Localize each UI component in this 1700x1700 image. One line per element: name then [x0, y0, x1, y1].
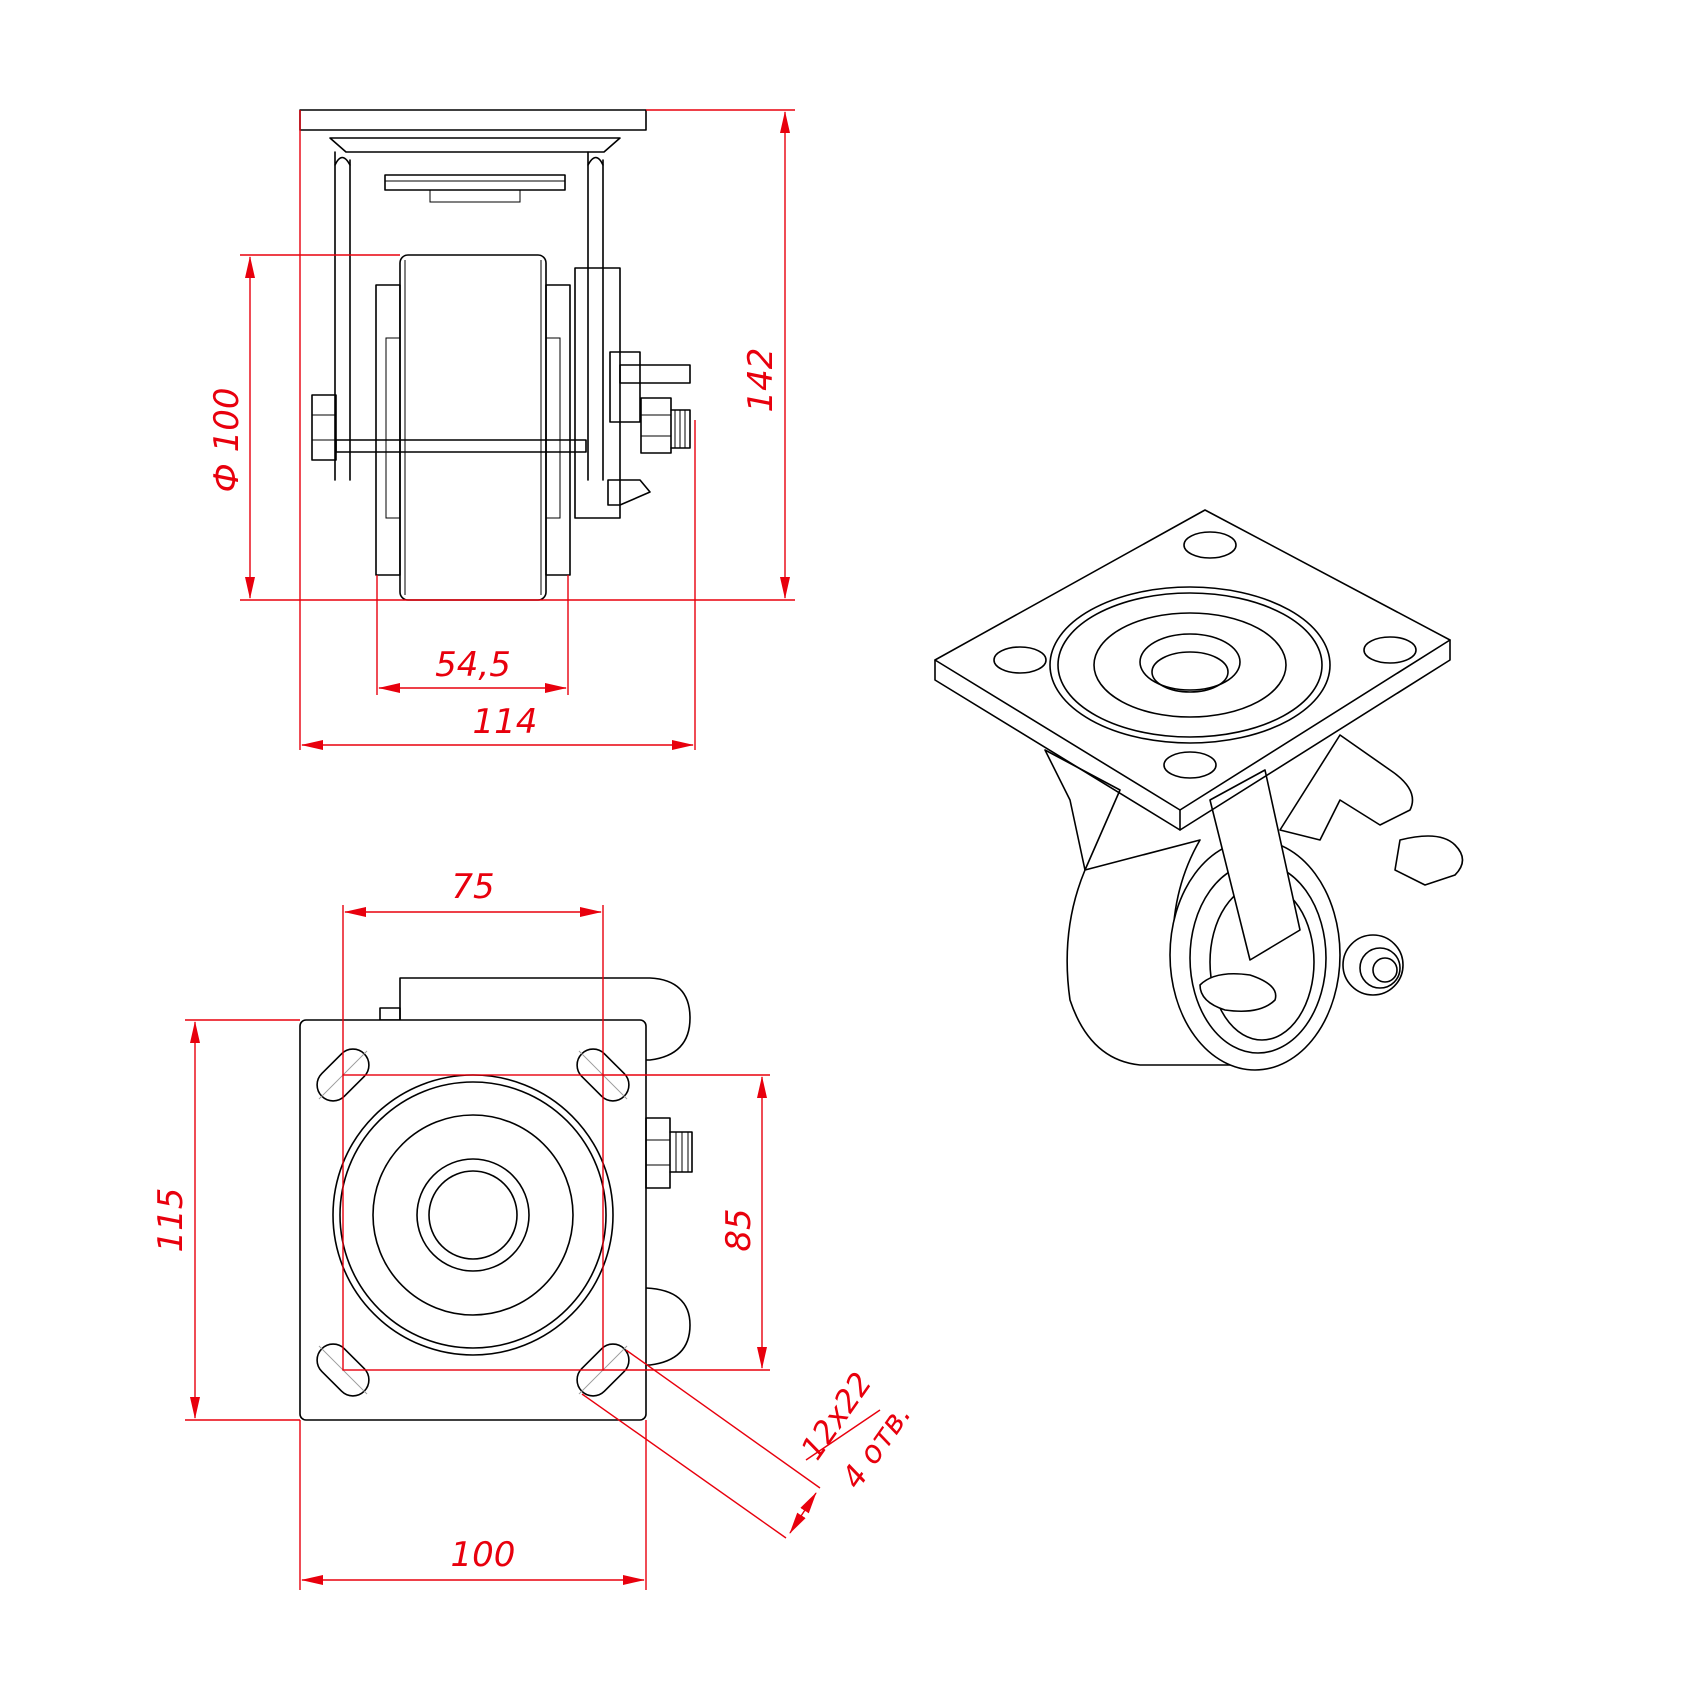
plate-length-label: 115: [151, 1188, 191, 1253]
wheel-diameter-label: Ф 100: [207, 388, 247, 493]
mounting-plate: [299, 1019, 647, 1421]
front-view-dimensions: 142 Ф 100 54,5 114: [207, 109, 795, 750]
wheel-width-label: 54,5: [435, 645, 511, 685]
isometric-view: [934, 509, 1464, 1071]
top-view: [299, 977, 693, 1421]
hole-spacing-y-label: 85: [719, 1208, 759, 1251]
plate-width-label: 100: [451, 1535, 516, 1575]
front-view: [299, 109, 691, 601]
hole-spacing-x-label: 75: [451, 867, 494, 907]
total-height-label: 142: [741, 348, 781, 413]
overall-width-label: 114: [473, 702, 538, 742]
